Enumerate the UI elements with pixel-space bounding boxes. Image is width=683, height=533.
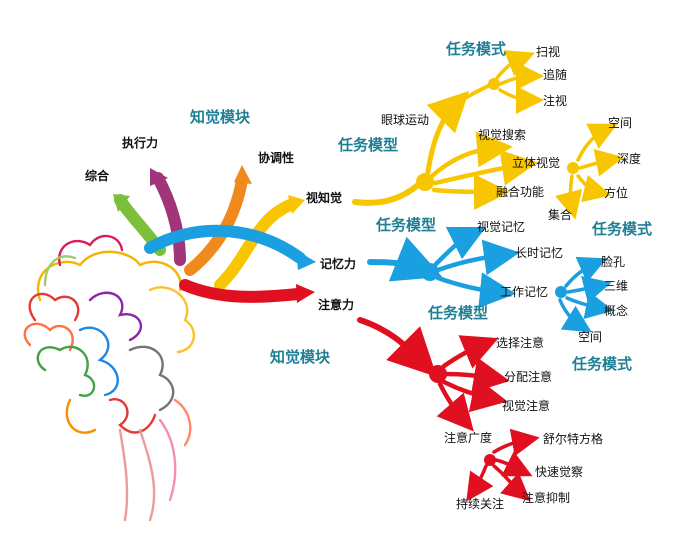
memory-long-term: 长时记忆 [515, 246, 564, 260]
visual-space: 空间 [608, 116, 633, 130]
module-visual-perception: 视知觉 [306, 191, 343, 205]
visual-fixate: 注视 [543, 94, 568, 108]
module-attention: 注意力 [318, 298, 355, 312]
heading-task-model-working: 任务模型 [428, 304, 489, 322]
visual-eye-movement: 眼球运动 [381, 113, 430, 127]
visual-track: 追随 [543, 68, 568, 82]
module-arrows [113, 165, 316, 303]
attention-visual: 视觉注意 [502, 399, 551, 413]
visual-stereo: 立体视觉 [512, 156, 561, 170]
visual-depth: 深度 [617, 152, 642, 166]
visual-direction: 方位 [604, 186, 629, 200]
heading-task-mode-stereo: 任务模式 [592, 220, 653, 238]
visual-search: 视觉搜索 [478, 128, 527, 142]
module-coordination: 协调性 [258, 151, 295, 165]
attention-inhibition: 注意抑制 [522, 491, 571, 505]
memory-working: 工作记忆 [500, 285, 549, 299]
attention-quick-observe: 快速觉察 [535, 465, 584, 479]
heading-perception-bottom: 知觉模块 [270, 348, 331, 366]
attention-divided: 分配注意 [504, 370, 553, 384]
memory-visual: 视觉记忆 [477, 220, 526, 234]
attention-sustained: 持续关注 [456, 497, 505, 511]
heading-task-model-visual: 任务模型 [338, 136, 399, 154]
heading-task-model-memory: 任务模型 [376, 216, 437, 234]
module-memory: 记忆力 [320, 257, 357, 271]
visual-fusion: 融合功能 [496, 185, 545, 199]
module-integrate: 综合 [85, 169, 110, 183]
heading-task-mode-attention: 任务模式 [572, 355, 633, 373]
attention-branch [357, 317, 540, 502]
visual-gather: 集合 [548, 208, 573, 222]
visual-scan: 扫视 [536, 45, 561, 59]
attention-schulte: 舒尔特方格 [543, 432, 604, 446]
memory-branch [367, 226, 614, 333]
module-executive: 执行力 [122, 136, 159, 150]
memory-face: 脸孔 [601, 255, 626, 269]
heading-task-mode-eye: 任务模式 [446, 40, 507, 58]
heading-perception-top: 知觉模块 [190, 108, 251, 126]
visual-branch [352, 50, 624, 220]
attention-span: 注意广度 [444, 431, 493, 445]
memory-concept: 概念 [604, 304, 629, 318]
memory-space: 空间 [578, 330, 603, 344]
memory-3d: 三维 [604, 279, 629, 293]
attention-selective: 选择注意 [496, 336, 545, 350]
brain-illustration [23, 234, 196, 522]
